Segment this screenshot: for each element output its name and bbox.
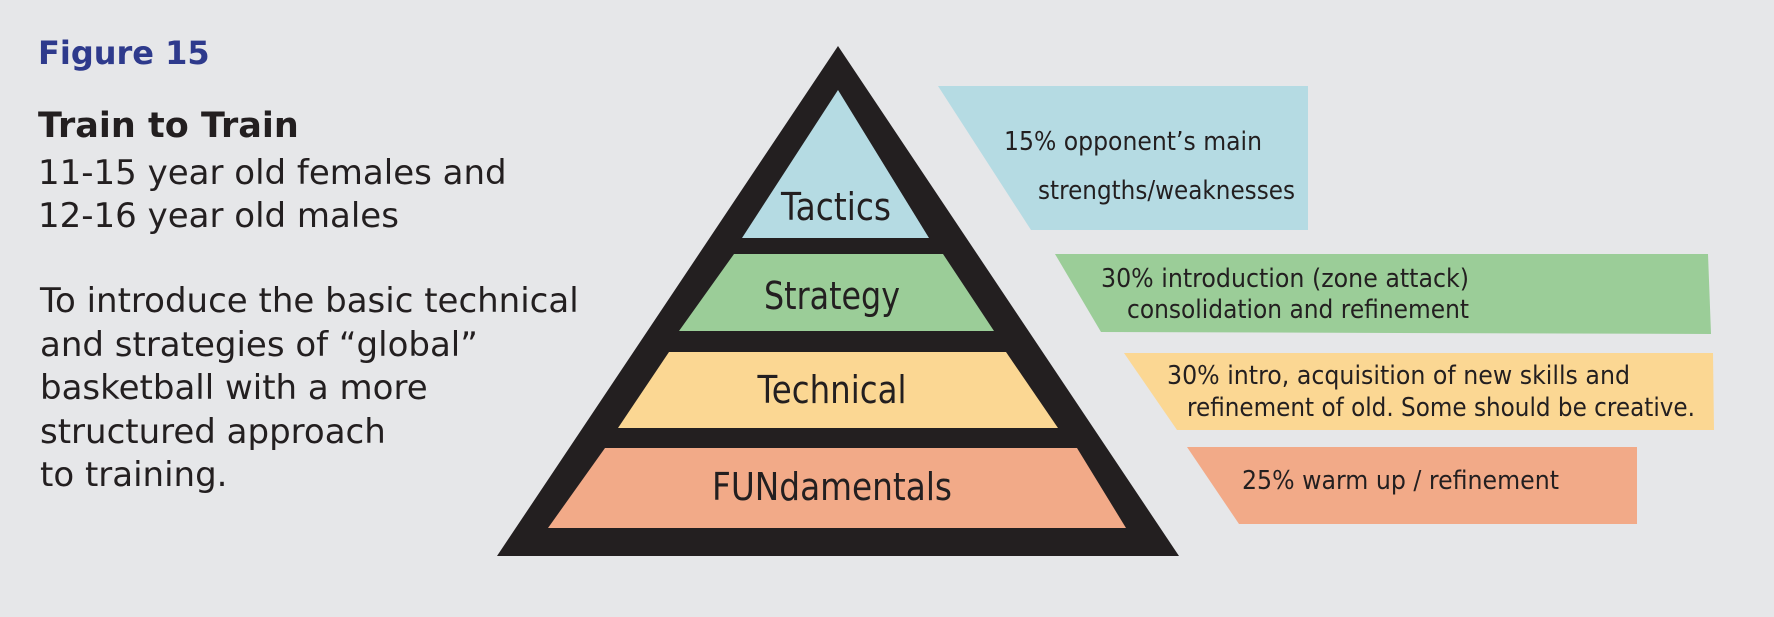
subtitle: 11-15 year old females and 12-16 year ol… bbox=[38, 152, 507, 238]
note-line-tactics: 15% opponent’s main bbox=[1004, 127, 1262, 157]
note-banner-technical bbox=[1124, 353, 1714, 430]
note-line-technical: refinement of old. Some should be creati… bbox=[1187, 393, 1695, 423]
tier-label-tactics: Tactics bbox=[780, 185, 891, 229]
description-line: structured approach bbox=[40, 411, 386, 452]
tier-label-strategy: Strategy bbox=[764, 274, 900, 318]
note-banner-fundamentals bbox=[1187, 447, 1637, 524]
tier-band-technical bbox=[618, 352, 1058, 428]
subtitle-line: 11-15 year old females and bbox=[38, 153, 507, 193]
title: Train to Train bbox=[38, 106, 299, 146]
description-line: and strategies of “global” bbox=[40, 324, 478, 365]
description-line: To introduce the basic technical bbox=[40, 281, 579, 321]
tier-band-fundamentals bbox=[548, 448, 1126, 528]
description: To introduce the basic technical and str… bbox=[40, 280, 579, 498]
description-line: basketball with a more bbox=[40, 368, 428, 408]
note-banner-tactics bbox=[938, 86, 1308, 230]
note-line-fundamentals: 25% warm up / refinement bbox=[1242, 466, 1559, 496]
figure-label: Figure 15 bbox=[38, 34, 210, 72]
tier-label-fundamentals: FUNdamentals bbox=[712, 465, 952, 509]
tier-band-strategy bbox=[679, 254, 994, 331]
note-line-strategy: 30% introduction (zone attack) bbox=[1101, 264, 1469, 294]
description-line: to training. bbox=[40, 455, 228, 495]
subtitle-line: 12-16 year old males bbox=[38, 196, 399, 236]
note-banner-strategy bbox=[1055, 254, 1711, 334]
note-line-strategy: consolidation and refinement bbox=[1127, 295, 1469, 325]
tier-band-tactics bbox=[742, 90, 929, 238]
note-line-technical: 30% intro, acquisition of new skills and bbox=[1167, 361, 1630, 391]
tier-label-technical: Technical bbox=[757, 368, 907, 412]
note-line-tactics: strengths/weaknesses bbox=[1038, 176, 1295, 206]
